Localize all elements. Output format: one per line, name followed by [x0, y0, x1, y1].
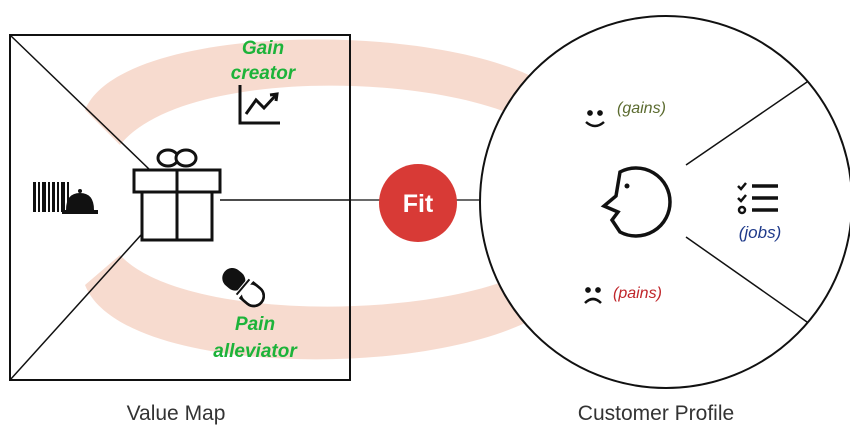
- value-map-square: [9, 34, 351, 381]
- fit-badge: Fit: [379, 164, 457, 242]
- upper-arrow: [85, 39, 598, 150]
- face-icon: [600, 166, 672, 238]
- gain-creator-label-line1: Gain: [242, 38, 284, 59]
- frown-icon: [584, 287, 602, 304]
- chart-up-icon: [238, 85, 280, 125]
- lower-arrow: [85, 245, 598, 360]
- checklist-icon: [737, 182, 778, 215]
- customer-profile: (gains) (pains) (jobs): [479, 15, 850, 389]
- fit-arrows: [85, 39, 598, 360]
- gift-icon: [132, 148, 222, 242]
- value-map: Gain creator Pain alleviator: [9, 34, 351, 381]
- divider-lower-right: [685, 236, 808, 323]
- customer-profile-caption: Customer Profile: [578, 402, 734, 425]
- value-map-caption: Value Map: [127, 402, 226, 425]
- pill-icon: [222, 268, 265, 308]
- pains-label: (pains): [613, 285, 662, 302]
- pain-alleviator-label-line1: Pain: [235, 314, 275, 335]
- jobs-label: (jobs): [739, 223, 782, 242]
- gains-label: (gains): [617, 100, 666, 117]
- divider-upper-right: [685, 81, 808, 166]
- pain-alleviator-label-line2: alleviator: [213, 341, 298, 362]
- smiley-icon: [585, 110, 605, 128]
- divider-bottom-left: [9, 224, 151, 381]
- gain-creator-label-line2: creator: [231, 63, 297, 84]
- fit-circle: [379, 164, 457, 242]
- divider-top-left: [9, 34, 151, 171]
- fit-label: Fit: [403, 190, 434, 218]
- barcode-and-cloche-icon: [33, 182, 98, 214]
